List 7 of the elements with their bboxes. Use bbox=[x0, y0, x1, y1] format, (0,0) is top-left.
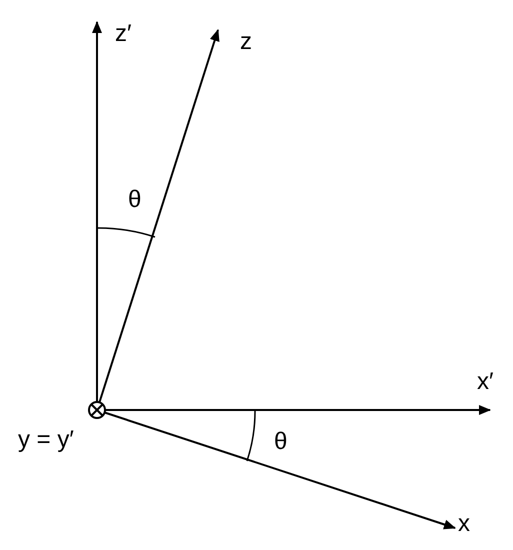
axis-label: x bbox=[458, 512, 470, 536]
axis-label: z bbox=[240, 30, 252, 54]
axis-label: z′ bbox=[115, 22, 132, 46]
axis-label: x′ bbox=[477, 370, 494, 394]
angle-label: θ bbox=[274, 430, 288, 454]
angle-label: θ bbox=[128, 188, 142, 212]
axis-label: y = y′ bbox=[18, 428, 74, 452]
